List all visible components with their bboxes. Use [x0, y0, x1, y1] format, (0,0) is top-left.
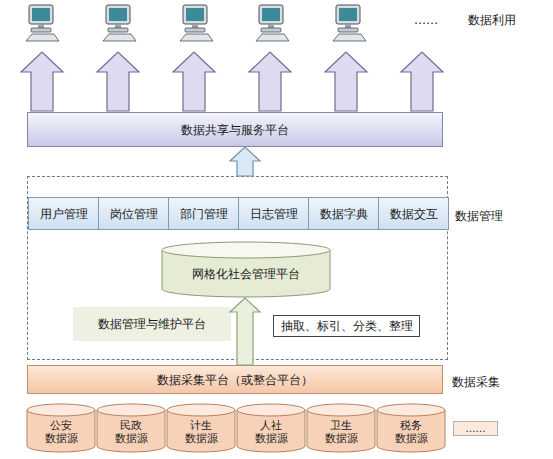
node-label: 数据字典 — [320, 207, 368, 221]
node-label: 人社 数据源 — [253, 419, 289, 445]
node-label: 数据共享与服务平台 — [181, 123, 289, 137]
module-box: 岗位管理 — [98, 197, 169, 230]
node-label: 数据交互 — [390, 207, 438, 221]
node-label: 数据管理与维护平台 — [98, 317, 206, 331]
ellipsis-label: …… — [414, 13, 438, 27]
module-box: 数据字典 — [308, 197, 379, 230]
node-label: 部门管理 — [180, 207, 228, 221]
node-label: 用户管理 — [40, 207, 88, 221]
platform-band: 数据采集平台（或整合平台） — [27, 365, 443, 394]
node-label: 民政 数据源 — [113, 419, 149, 445]
node-label: 卫生 数据源 — [323, 419, 359, 445]
module-box: 数据交互 — [378, 197, 449, 230]
node-label: 数据采集平台（或整合平台） — [157, 373, 313, 387]
up-arrow — [173, 52, 215, 111]
group-frame: 数据管理用户管理岗位管理部门管理日志管理数据字典数据交互网格化社会管理平台数据管… — [27, 176, 448, 360]
up-arrow — [401, 52, 443, 111]
computer-icon — [26, 5, 59, 41]
up-arrow — [97, 52, 139, 111]
database-cylinder: 网格化社会管理平台 — [161, 241, 331, 298]
node-label: 日志管理 — [250, 207, 298, 221]
up-arrow — [21, 52, 63, 111]
datasource-cylinder: 计生 数据源 — [166, 403, 236, 453]
cylinder-top — [307, 404, 375, 416]
cylinder-top — [167, 404, 235, 416]
layer-label: 数据利用 — [468, 13, 516, 27]
cylinder-top — [237, 404, 305, 416]
datasource-cylinder: 公安 数据源 — [26, 403, 96, 453]
platform-box: 数据管理与维护平台 — [73, 307, 231, 341]
cylinder-top — [162, 242, 330, 258]
node-label: 税务 数据源 — [393, 419, 429, 445]
computer-icon — [333, 5, 366, 41]
datasource-cylinder: 卫生 数据源 — [306, 403, 376, 453]
flow-arrow — [230, 147, 260, 176]
node-label: 公安 数据源 — [43, 419, 79, 445]
module-box: 日志管理 — [238, 197, 309, 230]
node-label: …… — [466, 424, 486, 434]
node-label: 抽取、标引、分类、整理 — [281, 319, 413, 333]
up-arrow — [325, 52, 367, 111]
computer-icon — [103, 5, 136, 41]
node-label: 岗位管理 — [110, 207, 158, 221]
datasource-cylinder: 税务 数据源 — [376, 403, 446, 453]
cylinder-top — [97, 404, 165, 416]
node-label: 计生 数据源 — [183, 419, 219, 445]
platform-band: 数据共享与服务平台 — [27, 112, 443, 147]
datasource-cylinder: 人社 数据源 — [236, 403, 306, 453]
group-label: 数据管理 — [455, 209, 503, 223]
process-note: 抽取、标引、分类、整理 — [273, 315, 420, 337]
node-label: 网格化社会管理平台 — [192, 267, 300, 281]
cylinder-top — [377, 404, 445, 416]
flow-arrow — [230, 298, 260, 365]
module-box: 部门管理 — [168, 197, 239, 230]
computer-icon — [256, 5, 289, 41]
more-box: …… — [453, 421, 498, 436]
layer-label: 数据采集 — [452, 375, 500, 389]
up-arrow — [249, 52, 291, 111]
cylinder-top — [27, 404, 95, 416]
computer-icon — [180, 5, 213, 41]
module-box: 用户管理 — [28, 197, 99, 230]
datasource-cylinder: 民政 数据源 — [96, 403, 166, 453]
